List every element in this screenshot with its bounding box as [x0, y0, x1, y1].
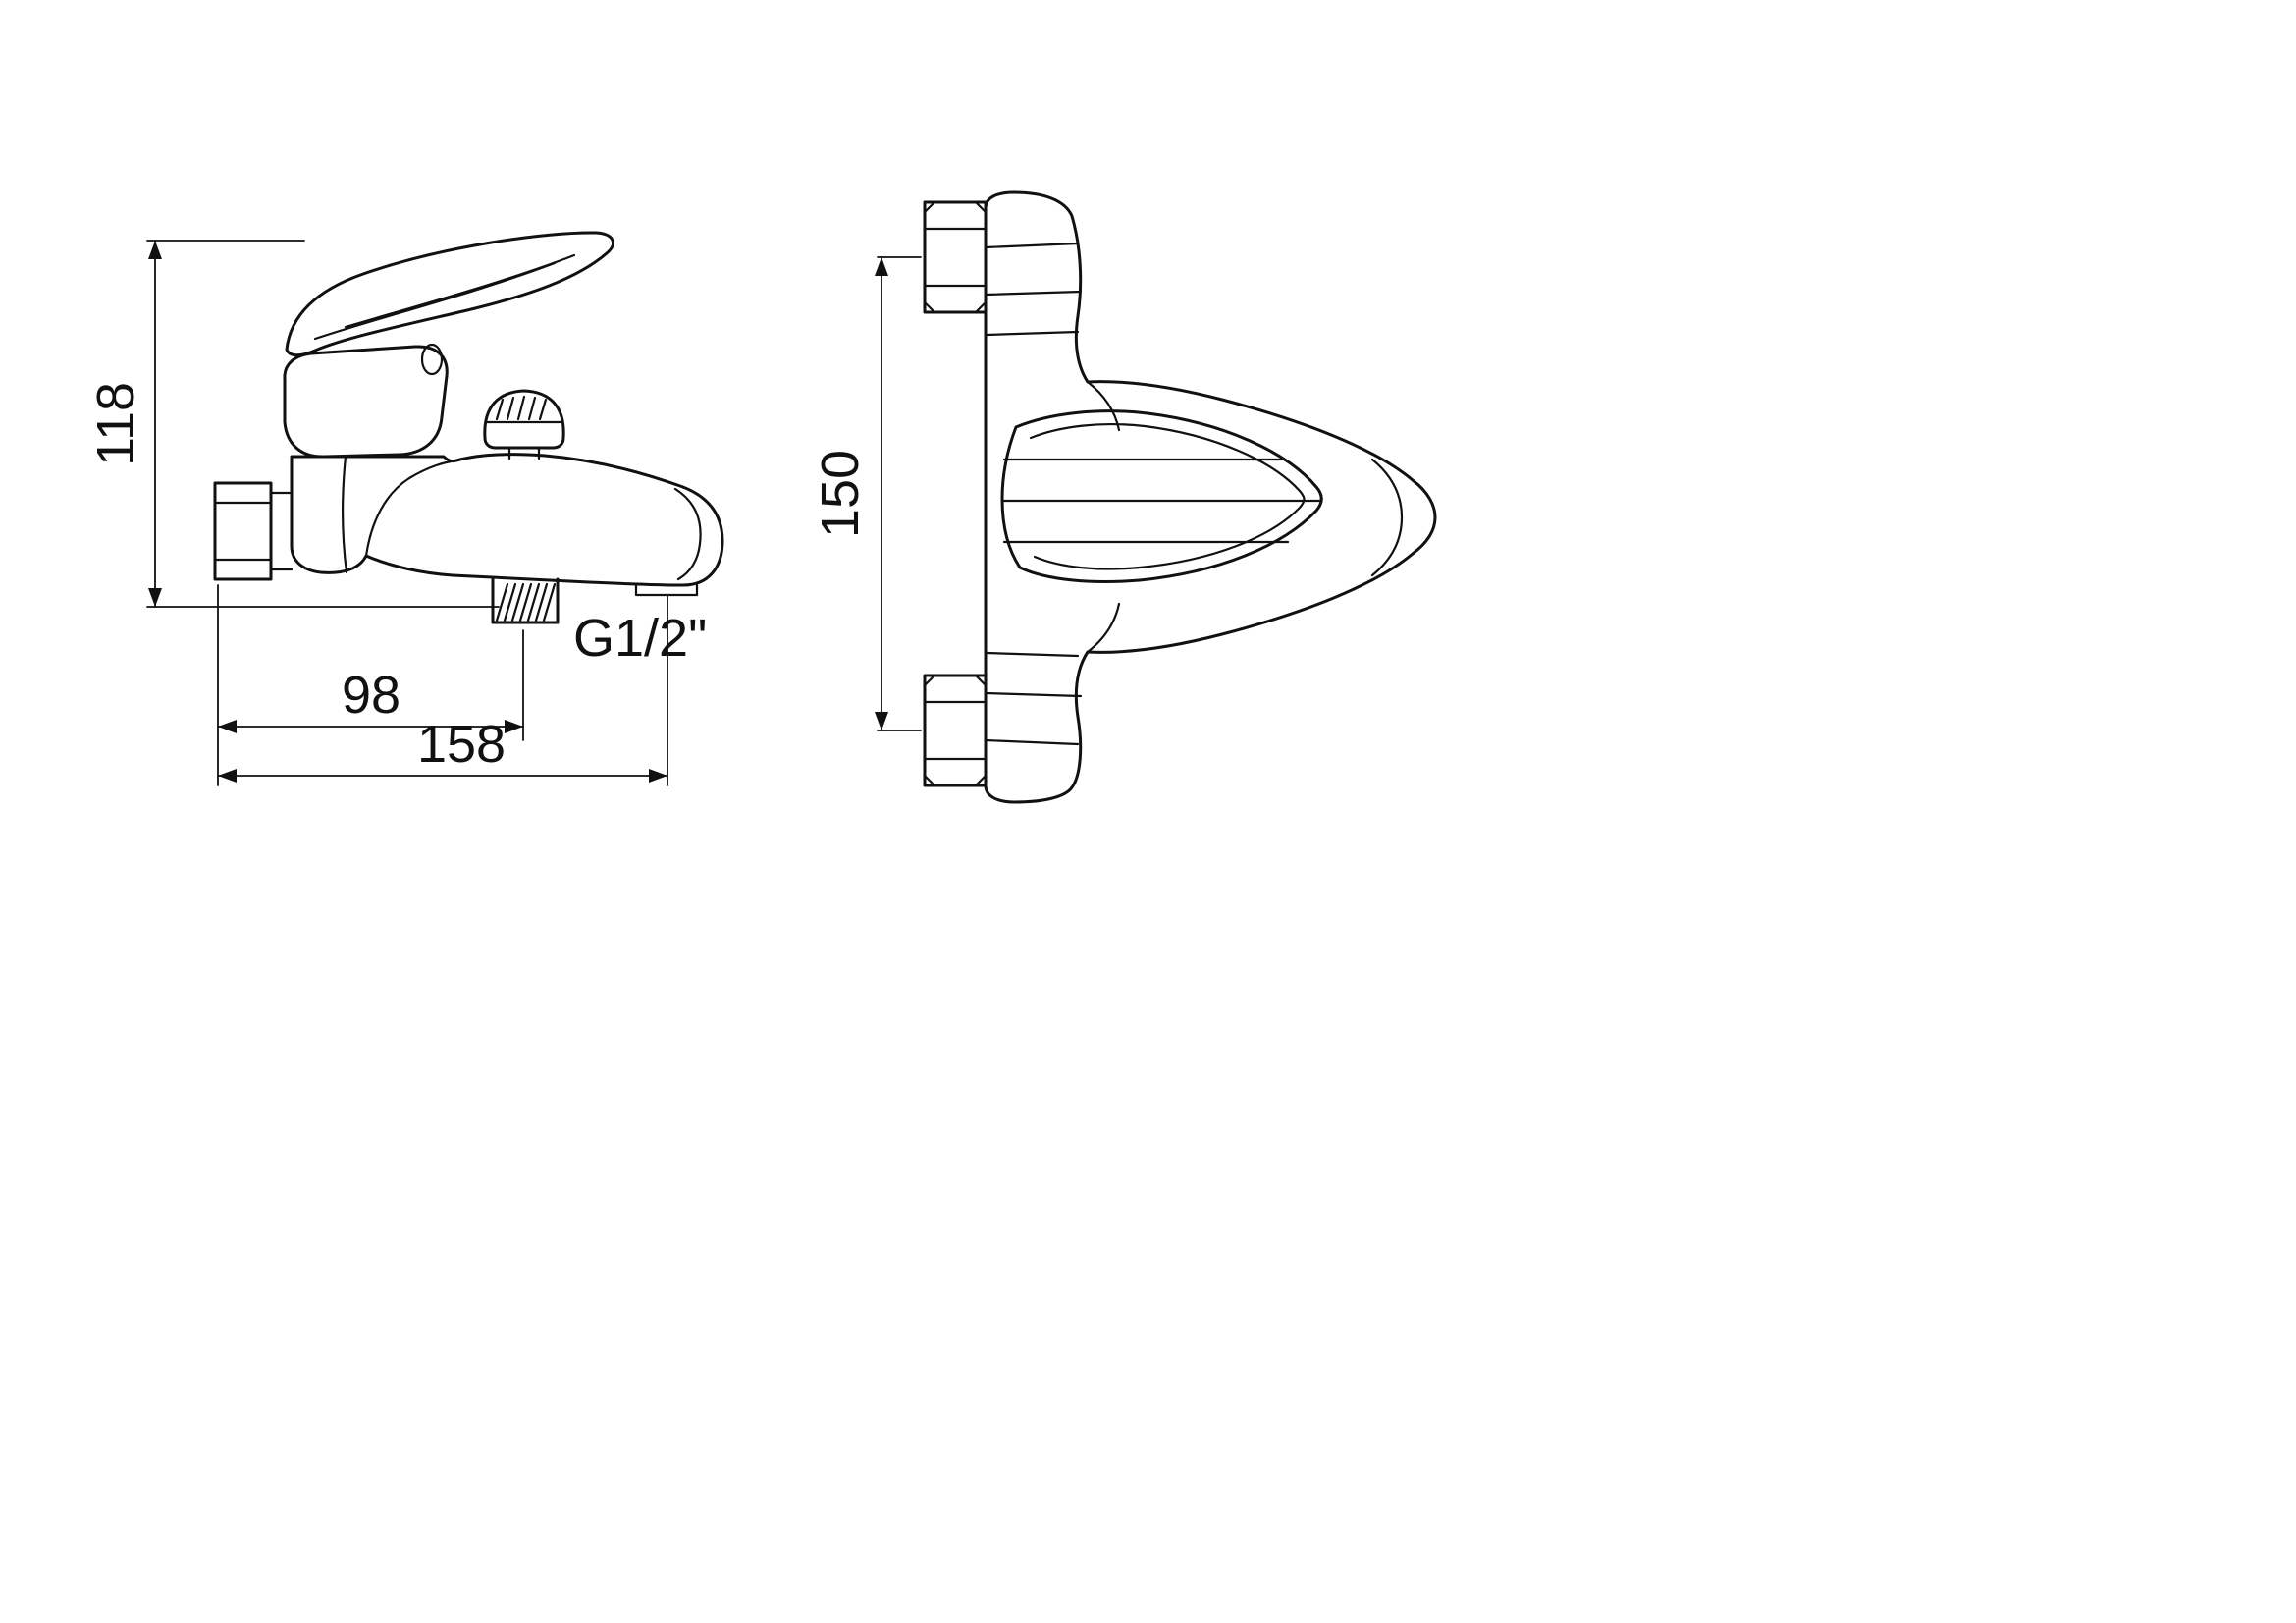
dimension-mount-spacing: 150: [811, 256, 922, 731]
dimension-side-width-inner: 98: [217, 584, 524, 786]
spout-outlet: [634, 582, 699, 597]
faucet-body-front: [984, 190, 1437, 804]
dimension-side-height: 118: [86, 240, 500, 608]
dimension-side-width-inner-label: 98: [342, 666, 400, 725]
bottom-mounting-nut: [923, 674, 988, 787]
lever-handle-front: [1000, 409, 1323, 583]
front-view: 150: [811, 190, 1437, 804]
shower-outlet-thread: [491, 577, 560, 624]
dimension-side-width-total: 158: [217, 594, 668, 786]
thread-size-label: G1/2": [573, 609, 707, 668]
dimension-side-height-label: 118: [86, 382, 145, 466]
side-view: 118 98 158 G1/2": [86, 231, 724, 786]
top-mounting-nut: [923, 200, 988, 314]
handle-base: [283, 343, 449, 459]
mixer-body-and-spout: [290, 453, 724, 587]
dimension-side-width-total-label: 158: [417, 715, 506, 774]
thread-size-callout: G1/2": [573, 609, 707, 668]
lever-handle: [285, 231, 615, 357]
dimension-mount-spacing-label: 150: [811, 450, 870, 538]
wall-connection-nut: [213, 481, 294, 581]
diverter-knob: [483, 389, 565, 460]
